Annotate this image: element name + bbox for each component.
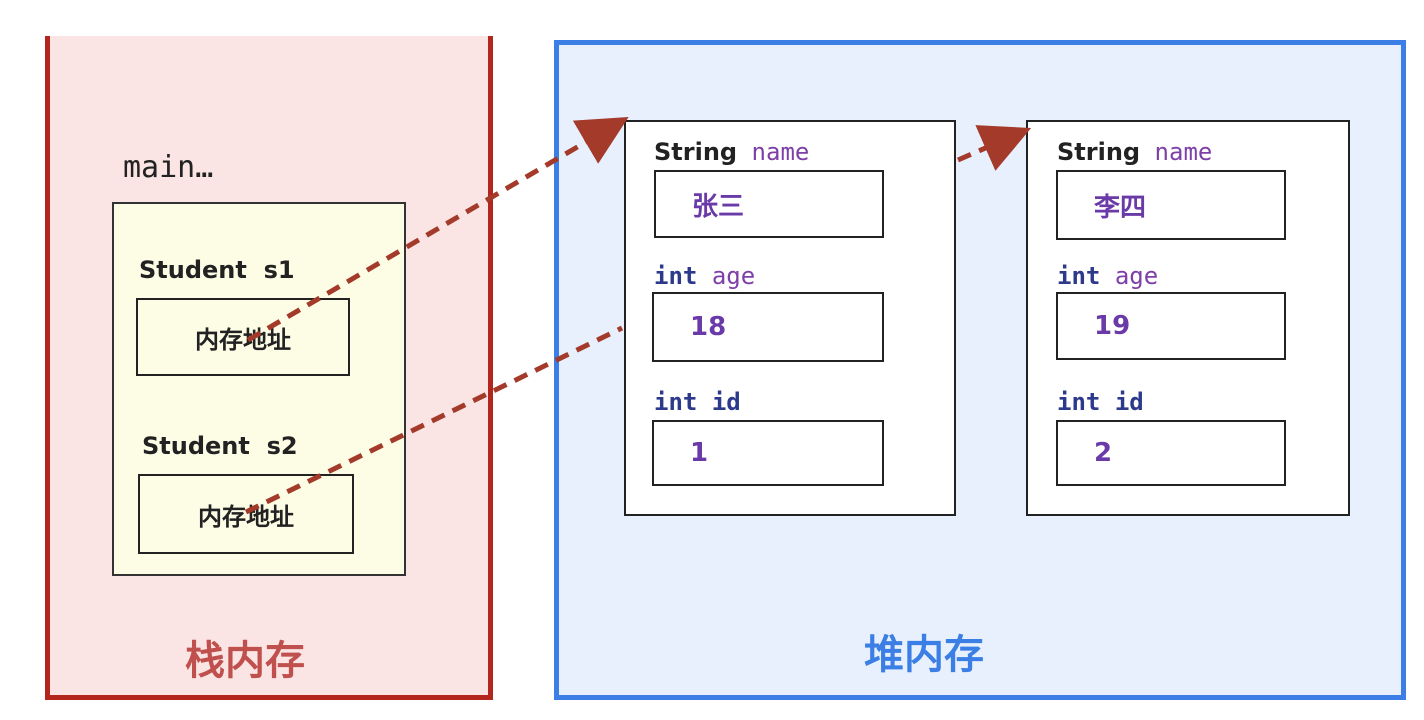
field-label-age-2: int age [1057,262,1158,290]
field-value-age-2: 19 [1056,292,1286,360]
field-name: name [1154,138,1213,166]
field-name: age [711,262,756,290]
heap-memory-title: 堆内存 [864,632,984,678]
field-label-id-2: int id [1057,388,1144,416]
field-type: String [654,138,738,166]
field-type: int [1057,262,1101,290]
field-value-age-1: 18 [652,292,884,362]
field-value-id-1: 1 [652,420,884,486]
field-name: id [711,388,741,416]
field-label-id-1: int id [654,388,741,416]
address-box-s1: 内存地址 [136,298,350,376]
field-label-name-2: String name [1057,138,1212,166]
var-label-s1: Student s1 [139,256,295,284]
stack-memory-title: 栈内存 [185,638,305,684]
field-name: name [751,138,810,166]
field-name: id [1114,388,1144,416]
field-label-name-1: String name [654,138,809,166]
field-value-name-1: 张三 [654,170,884,238]
field-type: int [1057,388,1101,416]
field-label-age-1: int age [654,262,755,290]
field-type: String [1057,138,1141,166]
var-label-s2: Student s2 [142,432,298,460]
arrow-s1-to-object-1 [246,116,629,343]
arrow-continue-to-object-2 [956,125,1032,171]
main-method-label: main… [123,150,214,185]
field-value-name-2: 李四 [1056,170,1286,240]
field-type: int [654,262,698,290]
main-stack-frame [112,202,406,576]
address-box-s2: 内存地址 [138,474,354,554]
field-value-id-2: 2 [1056,420,1286,486]
field-type: int [654,388,698,416]
arrow-s2-to-object-2 [244,325,624,515]
field-name: age [1114,262,1159,290]
